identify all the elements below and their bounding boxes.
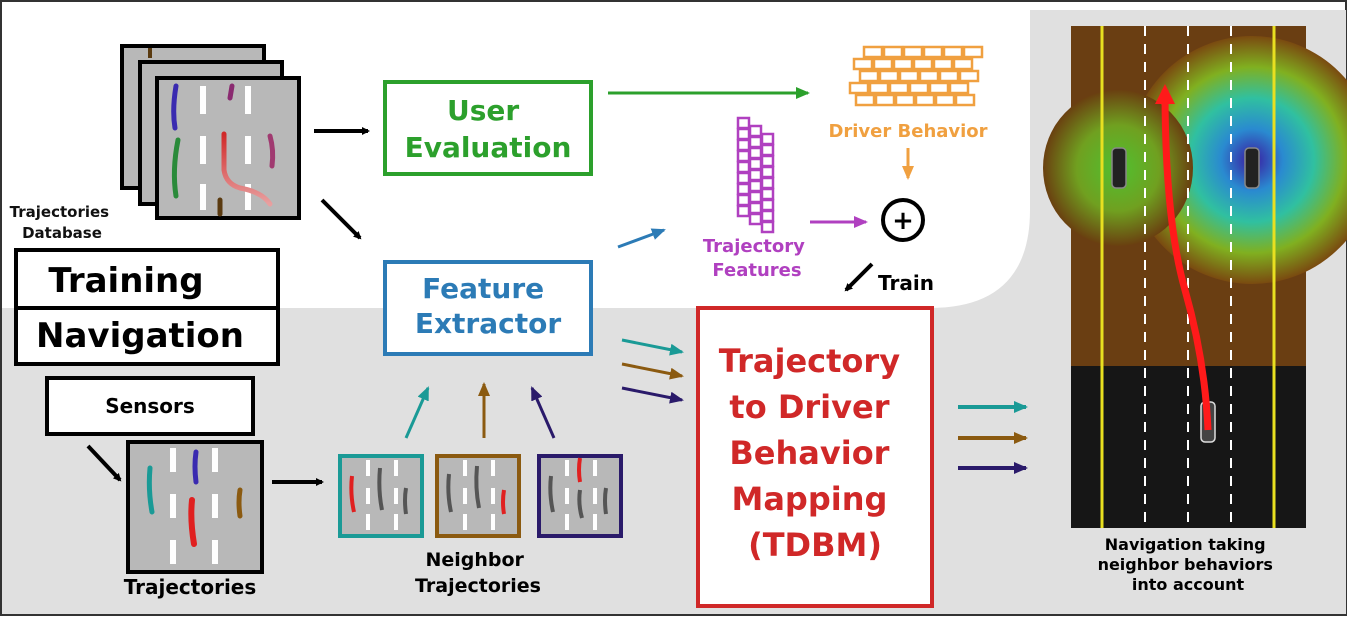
trajectories-database-stack [120,44,301,220]
user-evaluation-box [383,80,593,176]
arrow-teal-to-tdbm [621,338,684,356]
feature-extractor-box [383,260,593,356]
neighbor-tile-brown [435,454,521,538]
arrow-brown-to-tdbm [621,362,684,380]
trajectories-tile [126,440,264,574]
tdbm-box [696,306,934,608]
neighbor-tile-teal [338,454,424,538]
train-label: Train [878,271,934,295]
grid-matrix-icon [848,45,984,107]
car-icon [1244,147,1260,189]
arrow-database-to-extractor [320,198,362,240]
neighbor-trajectories-label: Neighbor Trajectories [415,549,541,597]
training-label: Training [48,261,203,301]
navigation-road-map [1043,26,1347,528]
trajectories-label: Trajectories [124,575,257,599]
planned-path-arrow [1155,84,1212,431]
tdbm-label: Trajectory to Driver Behavior Mapping (T… [719,342,911,564]
sensors-box [45,376,255,436]
circled-plus-icon: + [881,198,925,242]
arrow-teal-to-extractor [404,386,430,439]
arrow-combine-to-tdbm [844,262,874,292]
navigation-caption: Navigation taking neighbor behaviors int… [1098,535,1279,594]
sensors-label: Sensors [105,394,195,418]
training-box [14,248,280,310]
driver-behavior-label: Driver Behavior [828,121,987,142]
trajectories-database-label: Trajectories Database [10,203,115,242]
navigation-label: Navigation [36,316,244,356]
arrow-navy-to-extractor [530,386,556,439]
arrow-extractor-to-features [617,228,666,249]
car-icon [1111,147,1127,189]
navigation-box [14,306,280,366]
neighbor-tile-navy [537,454,623,538]
user-evaluation-label: User Evaluation [405,94,572,164]
feature-extractor-label: Feature Extractor [415,272,561,340]
svg-text:+: + [892,206,914,236]
trajectory-features-label: Trajectory Features [703,236,811,281]
feature-vector-icon [736,116,775,234]
arrow-sensors-to-trajectories [86,444,122,482]
arrow-navy-to-tdbm [621,386,684,404]
